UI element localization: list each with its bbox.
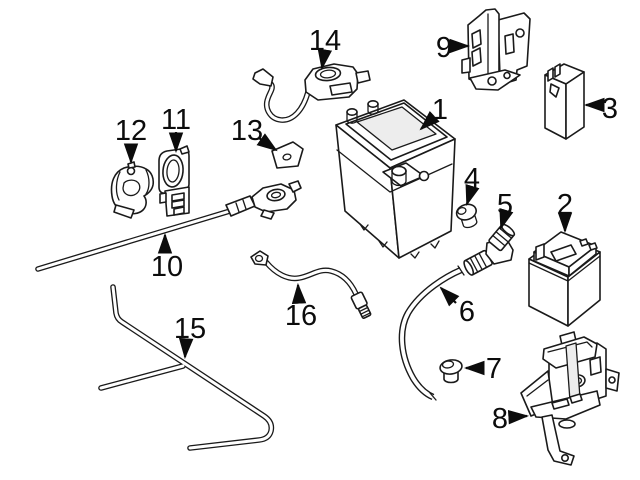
- part-number-11: 11: [161, 104, 191, 136]
- part-number-3: 3: [602, 93, 618, 125]
- part-number-14: 14: [309, 25, 341, 57]
- leader-arrow-6: [439, 286, 460, 307]
- leader-arrow-1: [419, 111, 440, 131]
- leader-arrow-15: [178, 337, 194, 360]
- part-label-3: 3: [583, 93, 618, 125]
- plate-illustration: [271, 141, 304, 169]
- part-label-10: 10: [151, 232, 183, 283]
- part-number-8: 8: [492, 403, 508, 435]
- part-number-12: 12: [115, 115, 147, 147]
- elbow-connector-illustration: [463, 223, 516, 276]
- mount-bracket-illustration: [461, 8, 531, 91]
- part-label-1: 1: [419, 94, 448, 131]
- part-label-9: 9: [436, 32, 471, 64]
- horn-illustration: [110, 161, 155, 219]
- part-number-4: 4: [464, 163, 480, 195]
- leader-arrow-13: [256, 133, 278, 152]
- vent-hose-illustration: [398, 265, 465, 401]
- leader-arrow-4: [465, 184, 480, 206]
- part-label-2: 2: [557, 189, 573, 234]
- ground-cable-illustration: [250, 250, 372, 319]
- leader-arrow-8: [507, 409, 530, 425]
- leader-arrow-16: [291, 282, 307, 305]
- part-label-16: 16: [285, 282, 317, 332]
- part-number-16: 16: [285, 300, 317, 332]
- part-number-6: 6: [459, 296, 475, 328]
- battery-tray-illustration: [520, 331, 620, 466]
- part-number-7: 7: [486, 353, 502, 385]
- part-label-6: 6: [439, 286, 475, 328]
- part-number-9: 9: [436, 32, 452, 64]
- part-label-12: 12: [115, 115, 147, 165]
- part-label-4: 4: [464, 163, 480, 206]
- leader-arrow-5: [499, 208, 514, 230]
- part-label-5: 5: [497, 189, 514, 230]
- part-label-14: 14: [309, 25, 341, 71]
- part-number-10: 10: [151, 251, 183, 283]
- leader-arrow-14: [317, 48, 333, 71]
- fuse-box-illustration: [544, 63, 585, 140]
- sensor-illustration: [158, 145, 190, 217]
- nut-illustration: [455, 203, 478, 229]
- part-number-1: 1: [432, 94, 448, 126]
- part-number-2: 2: [557, 189, 573, 221]
- terminal-clamp-illustration: [252, 63, 371, 123]
- part-label-13: 13: [231, 115, 278, 152]
- part-number-15: 15: [174, 313, 206, 345]
- grommet-illustration: [439, 359, 463, 384]
- part-number-13: 13: [231, 115, 263, 147]
- part-label-8: 8: [492, 403, 530, 435]
- main-cable-illustration: [35, 180, 302, 272]
- brace-rod-illustration: [98, 284, 275, 451]
- part-label-15: 15: [174, 313, 206, 360]
- part-number-5: 5: [497, 189, 513, 221]
- aux-battery-illustration: [528, 231, 601, 327]
- part-label-11: 11: [161, 104, 191, 154]
- battery-illustration: [335, 99, 456, 259]
- part-label-7: 7: [463, 353, 502, 385]
